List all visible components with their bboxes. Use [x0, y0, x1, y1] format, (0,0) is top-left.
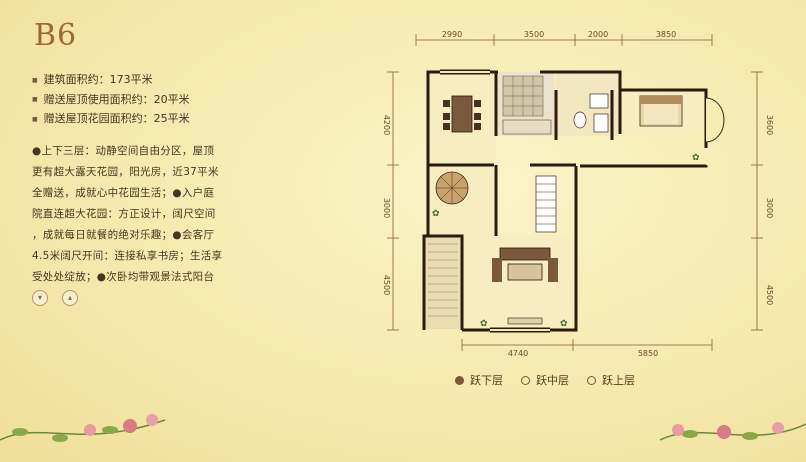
rooftop-garden-area: 赠送屋顶花园面积约：25平米: [32, 109, 190, 129]
balcony-stripes: [428, 243, 458, 317]
dim-right-3: 4500: [765, 285, 774, 305]
dim-top-2: 3500: [524, 30, 544, 39]
description-line: 全赠送，成就心中花园生活；●入户庭: [32, 187, 215, 199]
floor-level-tabs: 跃下层 跃中层 跃上层: [455, 372, 635, 388]
sofa-icon: [492, 247, 558, 325]
dim-bottom-1: 4740: [508, 349, 528, 358]
building-area: 建筑面积约：173平米: [32, 70, 190, 90]
plant-icon: ✿ ✿ ✿ ✿: [432, 153, 700, 329]
dining-table-icon: [443, 95, 481, 133]
plant-icon: ✿: [480, 319, 488, 329]
courtyard-umbrella-icon: [435, 171, 469, 205]
radio-dot: [587, 375, 596, 385]
unit-title: B6: [34, 18, 78, 53]
description-line: 院直连超大花园：方正设计，阔尺空间: [32, 208, 216, 220]
dimension-lines: [387, 34, 763, 351]
tab-label: 跃中层: [536, 374, 569, 387]
bathroom-fixtures: [573, 93, 609, 133]
dim-left-2: 3000: [382, 198, 391, 218]
area-stats: 建筑面积约：173平米 赠送屋顶使用面积约：20平米 赠送屋顶花园面积约：25平…: [32, 70, 190, 129]
description-line: ，成就每日就餐的绝对乐趣；●会客厅: [32, 229, 215, 241]
dim-right-2: 3000: [765, 198, 774, 218]
dim-left-1: 4200: [382, 115, 391, 135]
dim-top-1: 2990: [442, 30, 462, 39]
tab-lower-level[interactable]: 跃下层: [455, 372, 503, 388]
tab-middle-level[interactable]: 跃中层: [521, 372, 569, 388]
rooftop-use-area: 赠送屋顶使用面积约：20平米: [32, 90, 190, 110]
chevron-down-icon[interactable]: ▾: [32, 290, 48, 306]
description-line: 更有超大露天花园，阳光房，近37平米: [32, 166, 219, 178]
dimension-labels: 2990 3500 2000 3850 4200 3000 4500 3600 …: [382, 30, 774, 358]
dim-top-3: 2000: [588, 30, 608, 39]
tab-label: 跃上层: [602, 374, 635, 387]
dim-left-3: 4500: [382, 275, 391, 295]
plant-icon: ✿: [432, 209, 440, 219]
dim-right-1: 3600: [765, 115, 774, 135]
flower-decoration-right: [660, 422, 806, 441]
feature-description: ●上下三层：动静空间自由分区，屋顶 更有超大露天花园，阳光房，近37平米 全赠送…: [32, 141, 262, 288]
chevron-up-icon[interactable]: ▴: [62, 290, 78, 306]
bed-icon: [639, 95, 725, 143]
description-line: 4.5米阔尺开间：连接私享书房；生活享: [32, 250, 223, 262]
description-line: ●上下三层：动静空间自由分区，屋顶: [32, 145, 215, 157]
description-scroll-nav: ▾ ▴: [32, 290, 78, 306]
window-markers: [440, 69, 550, 333]
radio-dot: [455, 375, 464, 385]
flower-decoration-left: [0, 414, 166, 442]
radio-dot: [521, 375, 530, 385]
dim-top-4: 3850: [656, 30, 676, 39]
tab-upper-level[interactable]: 跃上层: [587, 372, 635, 388]
tab-label: 跃下层: [470, 374, 503, 387]
plant-icon: ✿: [560, 319, 568, 329]
dim-bottom-2: 5850: [638, 349, 658, 358]
plant-icon: ✿: [692, 153, 700, 163]
stair-icon: [535, 175, 557, 233]
kitchen-tiles: [502, 75, 552, 135]
description-line: 受处处绽放；●次卧均带观景法式阳台: [32, 271, 215, 283]
